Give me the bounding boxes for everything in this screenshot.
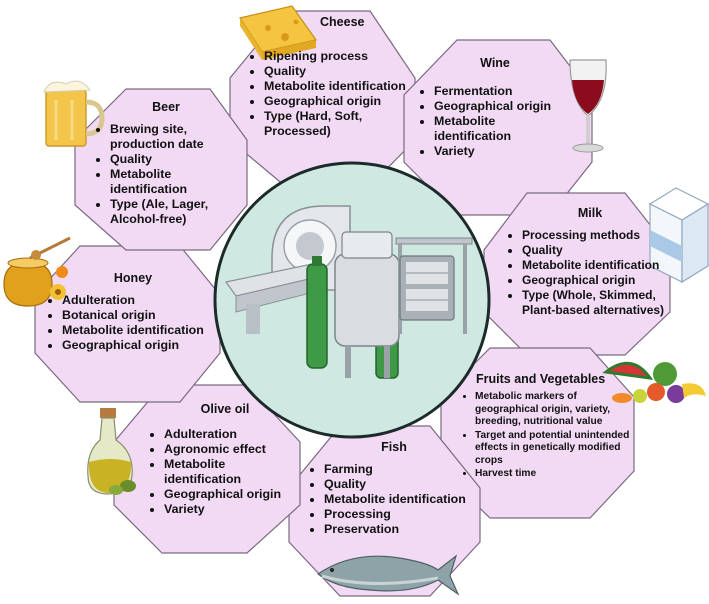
panel-items: Processing methods Quality Metabolite id… — [508, 228, 672, 318]
panel-items: Fermentation Geographical origin Metabol… — [420, 84, 570, 159]
panel-fish: Fish Farming Quality Metabolite identifi… — [310, 440, 478, 537]
nmr-spectrometer-icon — [213, 161, 491, 439]
panel-fruits-vegetables: Fruits and Vegetables Metabolic markers … — [461, 372, 631, 482]
list-item: Metabolite identification — [264, 79, 420, 94]
panel-items: Ripening process Quality Metabolite iden… — [250, 49, 420, 139]
list-item: Geographical origin — [434, 99, 570, 114]
list-item: Metabolite identification — [324, 492, 478, 507]
list-item: Brewing site, production date — [110, 122, 236, 152]
octagon-beer — [74, 88, 248, 251]
list-item: Farming — [324, 462, 478, 477]
list-item: Processing methods — [522, 228, 672, 243]
honey-jar-icon — [3, 236, 71, 307]
panel-title: Honey — [113, 271, 153, 285]
list-item: Quality — [110, 152, 236, 167]
cheese-icon — [239, 5, 318, 60]
panel-olive-oil: Olive oil Adulteration Agronomic effect … — [150, 402, 300, 517]
list-item: Type (Hard, Soft, Processed) — [264, 109, 420, 139]
list-item: Quality — [522, 243, 672, 258]
panel-title: Olive oil — [200, 402, 250, 416]
list-item: Processing — [324, 507, 478, 522]
list-item: Metabolite identification — [522, 258, 672, 273]
panel-milk: Milk Processing methods Quality Metaboli… — [508, 206, 672, 318]
list-item: Preservation — [324, 522, 478, 537]
panel-items: Adulteration Botanical origin Metabolite… — [48, 293, 218, 353]
octagon-fruits — [440, 347, 635, 519]
list-item: Metabolite identification — [62, 323, 218, 338]
olive-oil-bottle-icon — [87, 408, 136, 495]
list-item: Variety — [164, 502, 300, 517]
list-item: Adulteration — [62, 293, 218, 308]
list-item: Quality — [324, 477, 478, 492]
panel-wine: Wine Fermentation Geographical origin Me… — [420, 56, 570, 159]
list-item: Botanical origin — [62, 308, 218, 323]
panel-title: Cheese — [320, 15, 365, 29]
beer-mug-icon — [43, 80, 105, 147]
list-item: Metabolite identification — [434, 114, 570, 144]
list-item: Type (Whole, Skimmed, Plant-based altern… — [522, 288, 672, 318]
panel-items: Adulteration Agronomic effect Metabolite… — [150, 427, 300, 517]
panel-beer: Beer Brewing site, production date Quali… — [96, 100, 236, 227]
list-item: Adulteration — [164, 427, 300, 442]
wine-glass-icon — [569, 59, 607, 153]
panel-title: Fish — [381, 440, 407, 454]
panel-items: Farming Quality Metabolite identificatio… — [310, 462, 478, 537]
fish-icon — [316, 554, 460, 596]
list-item: Geographical origin — [164, 487, 300, 502]
panel-title: Wine — [480, 56, 510, 70]
list-item: Agronomic effect — [164, 442, 300, 457]
panel-cheese: Cheese Ripening process Quality Metaboli… — [250, 15, 420, 139]
milk-carton-icon — [648, 187, 709, 284]
list-item: Ripening process — [264, 49, 420, 64]
panel-title: Beer — [152, 100, 180, 114]
panel-title: Fruits and Vegetables — [476, 372, 606, 386]
octagon-honey — [34, 245, 221, 403]
panel-title: Milk — [577, 206, 603, 220]
list-item: Harvest time — [475, 468, 631, 481]
list-item: Fermentation — [434, 84, 570, 99]
list-item: Variety — [434, 144, 570, 159]
list-item: Target and potential unintended effects … — [475, 430, 631, 468]
panel-items: Brewing site, production date Quality Me… — [96, 122, 236, 227]
list-item: Metabolic markers of geographical origin… — [475, 391, 631, 429]
panel-honey: Honey Adulteration Botanical origin Meta… — [48, 271, 218, 353]
fruits-vegetables-icon — [602, 361, 706, 403]
list-item: Quality — [264, 64, 420, 79]
octagon-panels — [34, 10, 671, 597]
list-item: Metabolite identification — [110, 167, 236, 197]
list-item: Type (Ale, Lager, Alcohol-free) — [110, 197, 236, 227]
panel-items: Metabolic markers of geographical origin… — [461, 391, 631, 481]
list-item: Geographical origin — [522, 273, 672, 288]
list-item: Geographical origin — [264, 94, 420, 109]
list-item: Metabolite identification — [164, 457, 300, 487]
list-item: Geographical origin — [62, 338, 218, 353]
